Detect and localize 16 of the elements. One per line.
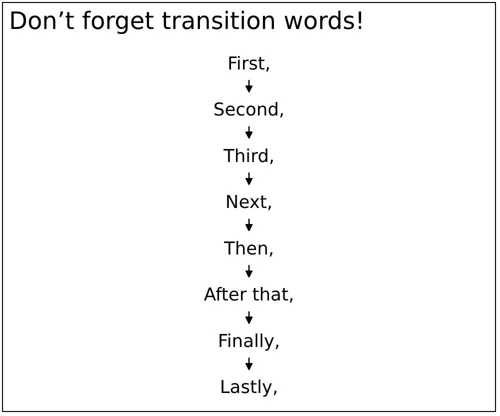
title: Don’t forget transition words!: [8, 6, 366, 37]
node-text: Third,: [223, 144, 275, 166]
node-text: Next,: [225, 191, 273, 213]
arrow: [245, 311, 253, 324]
node-text: First,: [227, 52, 271, 74]
arrow: [245, 80, 253, 93]
arrow: [245, 358, 253, 370]
arrow: [245, 126, 253, 140]
node-text: Then,: [224, 237, 274, 259]
node-text: After that,: [204, 284, 294, 306]
arrow: [245, 218, 253, 232]
node-text: Second,: [213, 98, 285, 120]
node-text: Lastly,: [220, 376, 278, 398]
arrow: [245, 265, 253, 278]
node-text: Finally,: [218, 330, 280, 352]
arrow: [245, 172, 253, 186]
